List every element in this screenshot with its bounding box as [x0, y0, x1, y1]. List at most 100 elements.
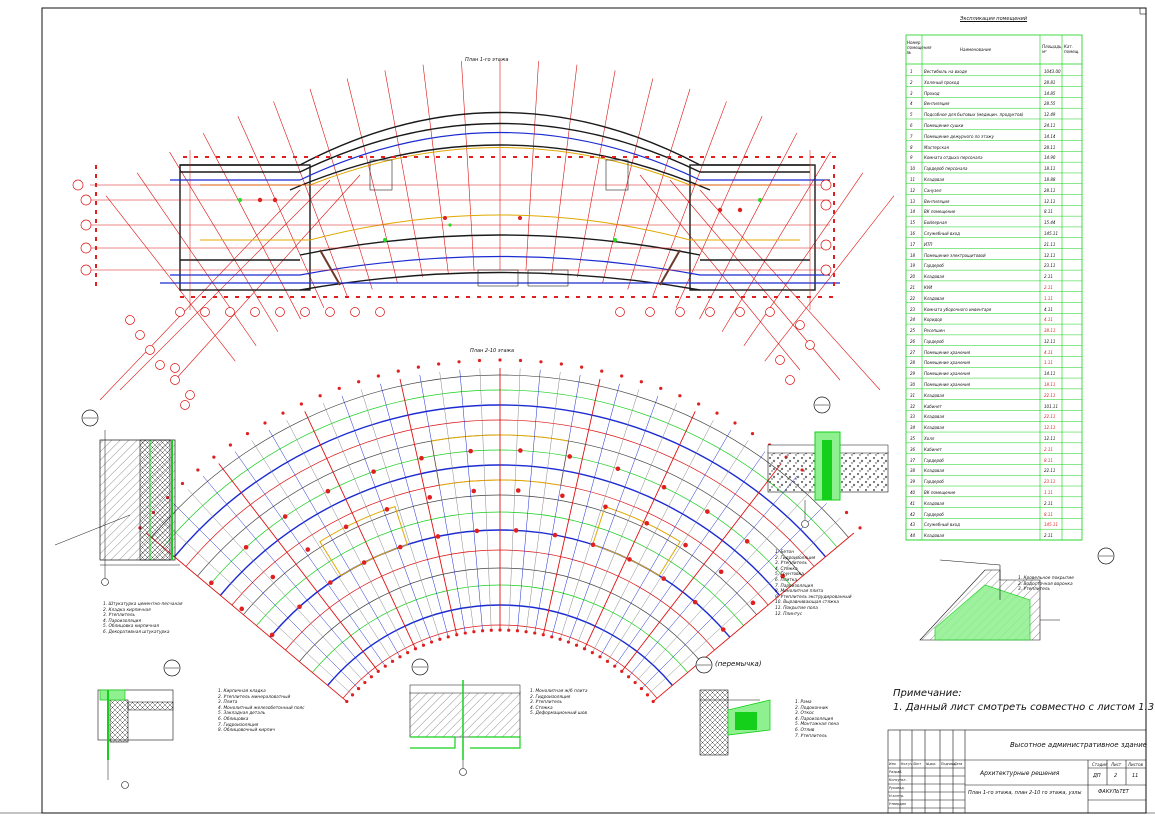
- room-area: 18.11: [1044, 166, 1056, 172]
- room-name: Помещение хранения: [924, 371, 971, 377]
- room-name: Кладовая: [924, 176, 945, 182]
- tb-section: Архитектурные решения: [980, 770, 1060, 777]
- room-number: 19: [910, 263, 916, 269]
- legend-item: 6. Декоративная штукатурка: [103, 629, 170, 635]
- detail-slab-joint: [409, 658, 521, 776]
- tb-role: Разраб.: [889, 770, 903, 774]
- legend-item: 9. Утеплитель экструдированный: [775, 594, 852, 600]
- room-area: 2.11: [1044, 500, 1053, 506]
- room-number: 28: [910, 360, 916, 366]
- legend-item: 5. Деформационный шов: [530, 711, 587, 717]
- spec-header-name: Наименование: [960, 47, 992, 52]
- tb-role: Консульт.: [889, 778, 907, 782]
- room-area: 21.11: [1044, 241, 1056, 247]
- room-number: 14: [910, 209, 916, 215]
- room-number: 9: [910, 155, 913, 161]
- room-name: Подсобное для бытовых (медицин. продукто…: [924, 112, 1024, 118]
- legend-item: 7. Утеплитель: [795, 733, 828, 739]
- room-area: 24.11: [1044, 122, 1056, 128]
- room-name: Служебный вход: [924, 522, 960, 528]
- room-name: Кладовая: [924, 500, 945, 506]
- room-area: 1043.00: [1044, 69, 1061, 74]
- room-area: 4.11: [1044, 349, 1053, 355]
- room-area: 28.55: [1044, 101, 1056, 107]
- room-area: 12.11: [1044, 436, 1056, 442]
- tb-revision-header: Лист: [913, 762, 922, 766]
- room-number: 15: [910, 220, 916, 226]
- room-number: 34: [910, 425, 916, 431]
- room-area: 12.11: [1044, 252, 1056, 258]
- tb-revision-header: №док.: [926, 762, 937, 766]
- legend-item: 1. Кровельное покрытие: [1018, 576, 1074, 581]
- room-name: ИТП: [924, 241, 933, 247]
- tb-revision-header: Подпись: [941, 762, 956, 766]
- room-area: 4.11: [1044, 317, 1053, 323]
- room-name: Помещение хранения: [924, 382, 971, 388]
- detail-lintel-1: [97, 659, 181, 789]
- room-name: Вентиляция: [924, 101, 950, 107]
- room-name: Помещение хранения: [924, 349, 971, 355]
- room-number: 4: [910, 101, 913, 107]
- room-area: 2.11: [1044, 284, 1053, 290]
- legend-item: 2. Водосточная воронка: [1018, 581, 1073, 587]
- room-number: 26: [910, 338, 916, 344]
- room-number: 12: [910, 187, 916, 193]
- room-number: 25: [910, 328, 916, 334]
- room-area: 145.11: [1044, 522, 1058, 528]
- legend-item: 4. Монолитный железобетонный пояс: [218, 705, 305, 711]
- tb-revision-header: Изм.: [889, 762, 897, 766]
- detail-wall-section: [54, 409, 180, 586]
- room-name: Кладовая: [924, 295, 945, 301]
- room-number: 24: [910, 317, 916, 323]
- room-name: Кладовая: [924, 274, 945, 280]
- room-name: Кладовая: [924, 425, 945, 431]
- legend-item: 3. Утеплитель: [530, 700, 563, 706]
- room-number: 21: [910, 284, 916, 290]
- tb-sheet-h: Лист: [1111, 762, 1122, 767]
- tb-revision-header: Кол.уч: [901, 762, 913, 766]
- room-name: ВК помещение: [924, 490, 956, 496]
- plan-typical-floor: [138, 358, 862, 704]
- room-number: 30: [910, 382, 916, 388]
- room-number: 35: [910, 436, 916, 442]
- room-number: 11: [910, 176, 916, 182]
- peremychka-label: (перемычка): [715, 660, 762, 668]
- room-name: Гардероб: [924, 511, 944, 517]
- legend-item: 2. Гидроизоляция: [530, 694, 571, 700]
- room-area: 4.11: [1044, 306, 1053, 312]
- spec-header-num: Номер помещения №: [907, 40, 932, 55]
- tb-sheets-h: Листов: [1128, 762, 1143, 767]
- room-area: 8.11: [1044, 511, 1053, 517]
- room-area: 1.11: [1044, 360, 1053, 366]
- room-number: 23: [910, 306, 916, 312]
- room-area: 12.49: [1044, 112, 1056, 118]
- legend-item: 6. Облицовка: [218, 716, 249, 722]
- room-schedule-table: [905, 34, 1083, 541]
- legend-item: 5. Грунтовка: [775, 572, 804, 578]
- legend-item: 5. Облицовка кирпичная: [103, 624, 160, 630]
- tb-stage-h: Стадия: [1092, 762, 1108, 767]
- room-number: 6: [910, 122, 913, 128]
- legend-item: 4. Пароизоляция: [103, 618, 142, 624]
- room-number: 38: [910, 468, 916, 474]
- legend-item: 3. Утеплитель: [103, 613, 136, 619]
- room-name: Вентиляция: [924, 198, 950, 204]
- room-area: 12.11: [1044, 338, 1056, 344]
